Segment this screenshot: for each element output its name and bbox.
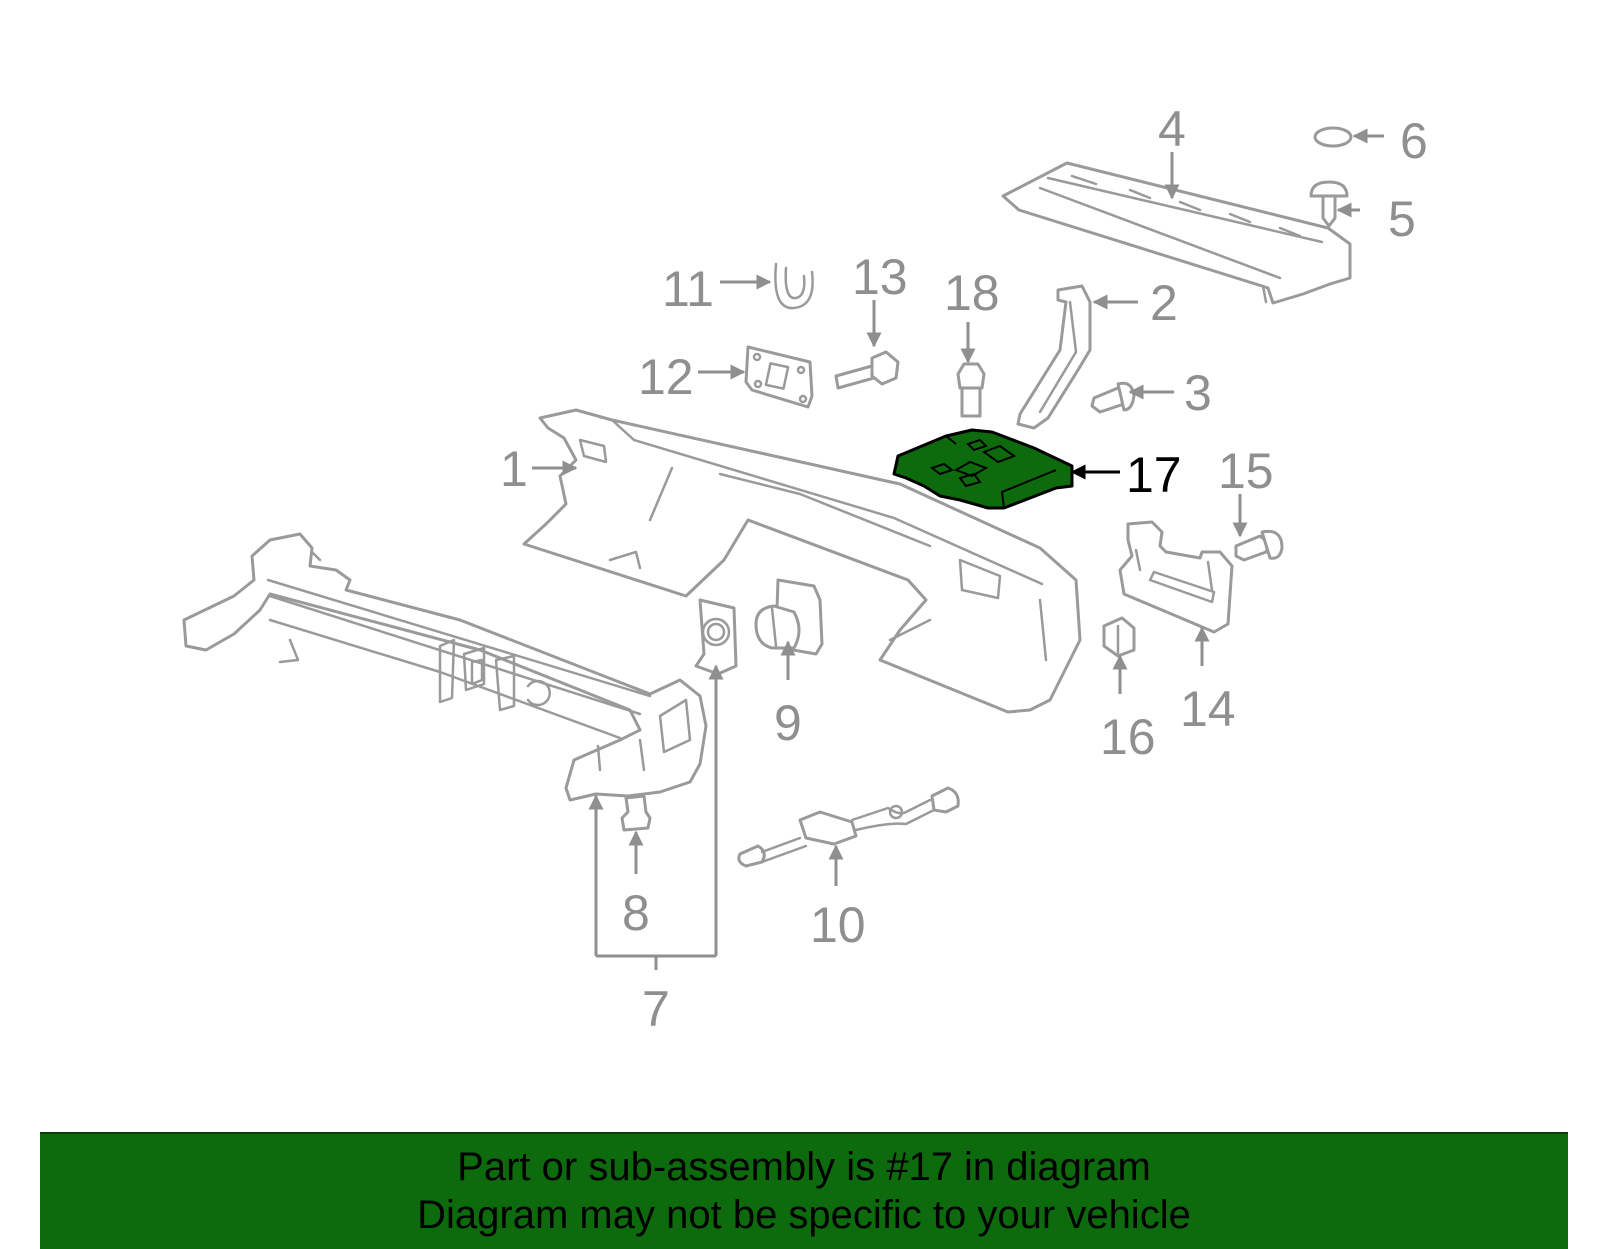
callout-4: 4 bbox=[1158, 101, 1186, 157]
callout-12: 12 bbox=[638, 349, 694, 405]
part-15-push-pin[interactable] bbox=[1234, 529, 1284, 562]
callout-1: 1 bbox=[500, 441, 528, 497]
callout-3: 3 bbox=[1184, 365, 1212, 421]
callout-15: 15 bbox=[1218, 443, 1274, 499]
part-14-bracket[interactable] bbox=[1118, 520, 1234, 634]
callout-9: 9 bbox=[774, 695, 802, 751]
part-4-step-pad[interactable] bbox=[1001, 161, 1352, 305]
part-16-clip[interactable] bbox=[1102, 616, 1136, 658]
callout-5: 5 bbox=[1388, 191, 1416, 247]
part-17-highlighted[interactable] bbox=[892, 428, 1074, 510]
callout-2: 2 bbox=[1150, 275, 1178, 331]
banner-line-1: Part or sub-assembly is #17 in diagram bbox=[457, 1145, 1151, 1189]
callout-7: 7 bbox=[642, 981, 670, 1037]
part-3-push-pin[interactable] bbox=[1090, 381, 1136, 414]
callout-10: 10 bbox=[810, 897, 866, 953]
part-1-panel[interactable] bbox=[522, 408, 1082, 714]
info-banner: Part or sub-assembly is #17 in diagram D… bbox=[40, 1132, 1568, 1249]
part-2-bracket[interactable] bbox=[1016, 284, 1092, 430]
callout-17: 17 bbox=[1126, 447, 1182, 503]
callout-labels: 1 2 3 4 5 6 7 8 9 10 11 12 13 14 15 16 1… bbox=[500, 101, 1428, 1037]
part-10-harness[interactable] bbox=[737, 786, 960, 868]
banner-line-2: Diagram may not be specific to your vehi… bbox=[417, 1193, 1191, 1237]
part-13-bolt[interactable] bbox=[834, 350, 900, 390]
callout-16: 16 bbox=[1100, 709, 1156, 765]
part-12-plate[interactable] bbox=[744, 345, 814, 409]
part-6-grommet[interactable] bbox=[1313, 126, 1353, 148]
callout-18: 18 bbox=[944, 265, 1000, 321]
part-18-bolt[interactable] bbox=[956, 362, 986, 418]
part-5-push-pin[interactable] bbox=[1309, 180, 1349, 228]
callout-8: 8 bbox=[622, 885, 650, 941]
callout-11: 11 bbox=[662, 261, 714, 317]
part-7-mount-plate[interactable] bbox=[694, 598, 738, 676]
callout-13: 13 bbox=[852, 249, 908, 305]
callout-6: 6 bbox=[1400, 113, 1428, 169]
callout-14: 14 bbox=[1180, 681, 1236, 737]
leader-lines bbox=[532, 128, 1384, 970]
part-8-bolt[interactable] bbox=[620, 794, 652, 832]
part-9-connector[interactable] bbox=[754, 578, 824, 656]
part-11-u-clip[interactable] bbox=[774, 262, 814, 310]
part-7-bumper-beam[interactable] bbox=[182, 532, 708, 802]
